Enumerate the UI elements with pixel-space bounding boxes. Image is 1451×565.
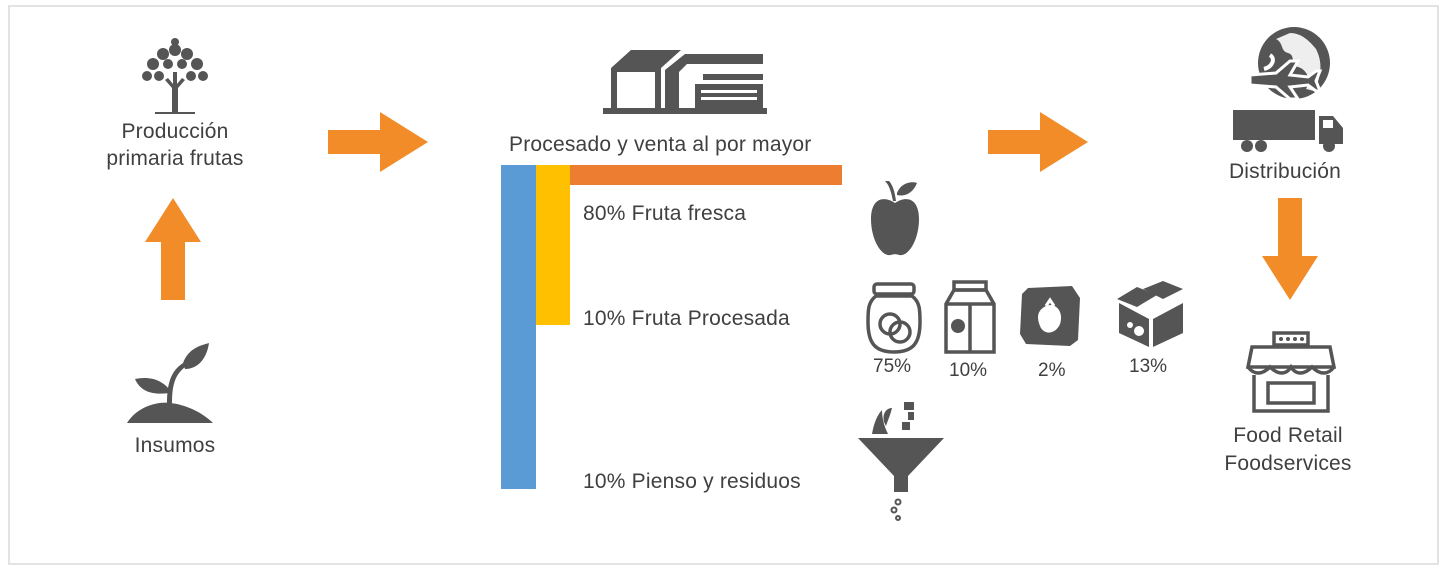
retail-label: Food Retail Foodservices xyxy=(1224,424,1352,475)
arrow-right-icon xyxy=(328,112,428,172)
bar-pienso xyxy=(501,165,536,489)
apple-icon xyxy=(869,181,921,257)
tree-icon xyxy=(135,38,215,114)
share-label-processed: 10% Fruta Procesada xyxy=(583,307,790,330)
bar-fruta-fresca xyxy=(570,165,842,185)
sprout-icon xyxy=(127,343,213,423)
production-label: Producción primaria frutas xyxy=(106,120,244,170)
arrow-right-icon xyxy=(988,112,1088,172)
breakdown-label-juice: 10% xyxy=(949,360,988,381)
globe-plane-icon xyxy=(1248,25,1334,105)
breakdown-label-boxes: 13% xyxy=(1129,356,1168,377)
jar-icon xyxy=(866,282,922,354)
frozen-fruit-icon xyxy=(1018,284,1082,348)
distribution-label: Distribución xyxy=(1228,160,1342,183)
inputs-label: Insumos xyxy=(134,434,216,457)
store-icon xyxy=(1245,331,1337,413)
juice-carton-icon xyxy=(944,280,996,354)
arrow-up-icon xyxy=(145,198,201,300)
boxes-icon xyxy=(1113,281,1187,347)
breakdown-label-jar: 75% xyxy=(873,356,912,377)
bar-fruta-procesada xyxy=(536,165,570,325)
processing-label: Procesado y venta al por mayor xyxy=(509,133,812,156)
truck-icon xyxy=(1233,110,1345,152)
funnel-waste-icon xyxy=(858,400,944,522)
share-label-waste: 10% Pienso y residuos xyxy=(583,470,801,493)
arrow-down-icon xyxy=(1262,198,1318,300)
warehouse-icon xyxy=(603,46,767,114)
breakdown-label-frozen: 2% xyxy=(1038,360,1066,381)
share-label-fresh: 80% Fruta fresca xyxy=(583,202,747,225)
